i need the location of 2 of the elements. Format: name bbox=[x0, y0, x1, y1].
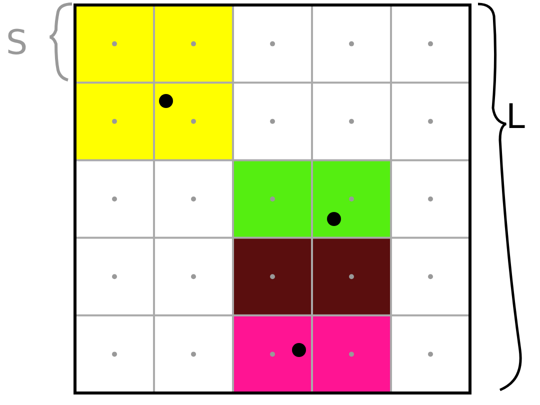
bracket-label: L bbox=[506, 100, 525, 134]
bracket-label: S bbox=[6, 26, 28, 60]
